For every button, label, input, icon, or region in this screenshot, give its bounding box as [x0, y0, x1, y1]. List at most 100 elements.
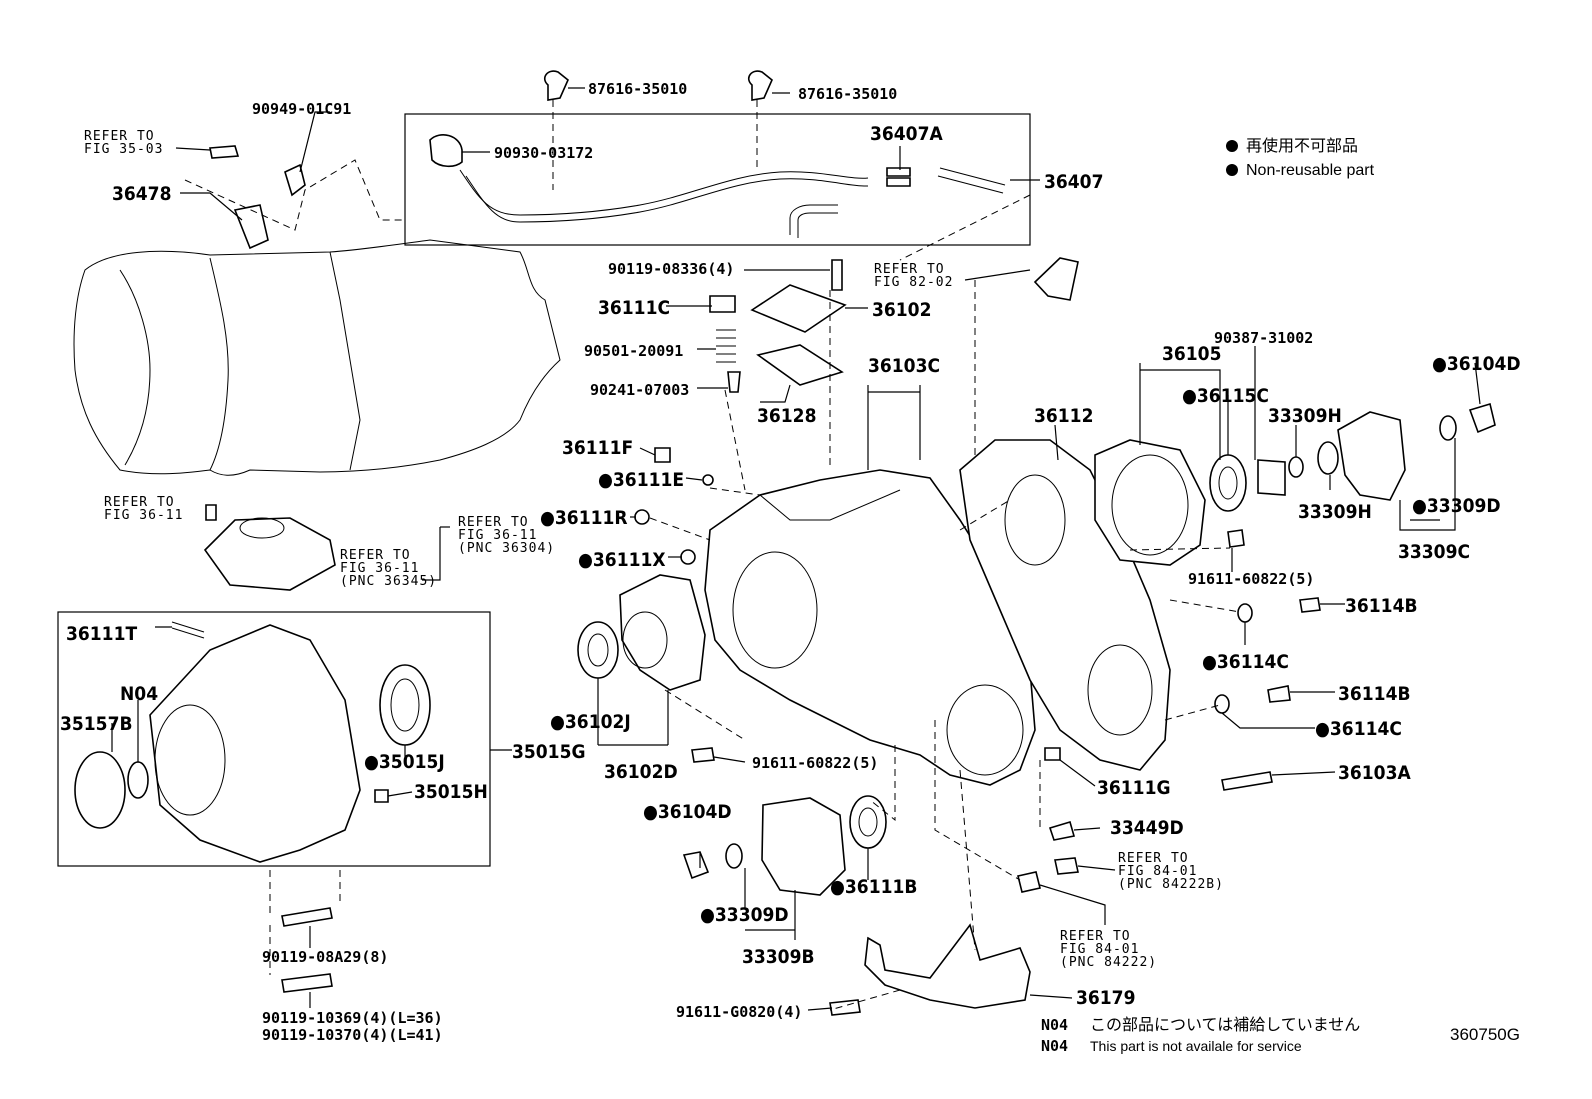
refer-to-line: FIG 82-02	[874, 275, 953, 290]
part-label-33309b: 33309B	[742, 946, 815, 968]
part-label-91611-60822-5: 91611-60822(5)	[1188, 570, 1314, 588]
part-label-36111t: 36111T	[66, 623, 137, 645]
part-label-36105: 36105	[1162, 343, 1221, 365]
part-label-90930-03172: 90930-03172	[494, 144, 593, 162]
part-label-90119-10369-4-l-36: 90119-10369(4)(L=36)	[262, 1009, 443, 1027]
part-label-33449d: 33449D	[1110, 817, 1184, 839]
part-label-36114c: ●36114C	[1315, 718, 1402, 740]
part-label-36114b: 36114B	[1338, 683, 1411, 705]
refer-to-line: (PNC 36304)	[458, 541, 555, 556]
part-label-36407: 36407	[1044, 171, 1103, 193]
part-label-36111b: ●36111B	[830, 876, 917, 898]
footnote: N04 この部品については補給していません N04 This part is n…	[1041, 1016, 1360, 1055]
footnote-code-jp: N04	[1041, 1016, 1068, 1034]
transfer-case-cover	[959, 439, 1171, 771]
part-label-36102d: 36102D	[604, 761, 678, 783]
part-label-36103a: 36103A	[1338, 762, 1411, 784]
footnote-text-en: This part is not availale for service	[1090, 1038, 1302, 1054]
non-reusable-bullet-icon	[1226, 164, 1238, 176]
alignment-lines	[184, 100, 1241, 1011]
footnote-text-jp: この部品については補給していません	[1090, 1016, 1360, 1034]
refer-to-line: REFER TO	[84, 129, 155, 144]
transfer-case-main	[704, 469, 1036, 786]
part-label-36128: 36128	[757, 405, 816, 427]
part-label-90241-07003: 90241-07003	[590, 381, 689, 399]
part-label-36407a: 36407A	[870, 123, 943, 145]
refer-to-line: FIG 36-11	[104, 508, 183, 523]
non-reusable-bullet-icon	[1226, 140, 1238, 152]
part-label-90119-08a29-8: 90119-08A29(8)	[262, 948, 388, 966]
part-label-36104d: ●36104D	[1432, 353, 1521, 375]
refer-to-line: FIG 36-11	[340, 561, 419, 576]
part-label-90501-20091: 90501-20091	[584, 342, 683, 360]
leader-lines	[111, 87, 1481, 1011]
part-label-36112: 36112	[1034, 405, 1093, 427]
part-label-90119-10370-4-l-41: 90119-10370(4)(L=41)	[262, 1026, 443, 1044]
refer-to-line: FIG 84-01	[1118, 864, 1197, 879]
extension-housing-frame	[57, 611, 491, 867]
part-label-33309h: 33309H	[1268, 405, 1342, 427]
part-label-35157b: 35157B	[60, 713, 133, 735]
refer-to-line: (PNC 84222B)	[1118, 877, 1224, 892]
refer-to-line: REFER TO	[458, 515, 529, 530]
part-label-36115c: ●36115C	[1182, 385, 1269, 407]
refer-to-line: FIG 36-11	[458, 528, 537, 543]
refer-to-line: FIG 35-03	[84, 142, 163, 157]
part-label-35015h: 35015H	[414, 781, 488, 803]
legend: 再使用不可部品 Non-reusable part	[1246, 137, 1375, 179]
part-label-36111x: ●36111X	[578, 549, 666, 571]
part-label-33309d: ●33309D	[1412, 495, 1501, 517]
part-label-36111c: 36111C	[598, 297, 670, 319]
part-label-36111r: ●36111R	[540, 507, 628, 529]
part-label-90949-01c91: 90949-01C91	[252, 100, 351, 118]
refer-to-line: REFER TO	[1118, 851, 1189, 866]
part-label-33309d: ●33309D	[700, 904, 789, 926]
part-label-91611-60822-5: 91611-60822(5)	[752, 754, 878, 772]
part-label-36103c: 36103C	[868, 355, 940, 377]
part-labels: 87616-35010 87616-35010 90949-01C91 90930-0…	[60, 80, 1521, 1044]
part-label-33309h: 33309H	[1298, 501, 1372, 523]
refer-to-line: REFER TO	[340, 548, 411, 563]
refer-to-line: REFER TO	[104, 495, 175, 510]
figure-code: 360750G	[1450, 1025, 1520, 1044]
drawings	[57, 70, 1496, 1016]
part-label-87616-35010: 87616-35010	[798, 85, 897, 103]
part-label-36114c: ●36114C	[1202, 651, 1289, 673]
part-label-n04: N04	[120, 683, 158, 705]
refer-to-line: FIG 84-01	[1060, 942, 1139, 957]
part-label-36478: 36478	[112, 183, 171, 205]
legend-jp: 再使用不可部品	[1246, 137, 1358, 155]
part-label-36102j: ●36102J	[550, 711, 631, 733]
part-label-36111f: 36111F	[562, 437, 633, 459]
part-label-36114b: 36114B	[1345, 595, 1418, 617]
refer-to-line: (PNC 36345)	[340, 574, 437, 589]
refer-to-line: REFER TO	[874, 262, 945, 277]
footnote-code-en: N04	[1041, 1037, 1068, 1055]
part-label-36104d: ●36104D	[643, 801, 732, 823]
part-label-36179: 36179	[1076, 987, 1135, 1009]
refer-to-line: (PNC 84222)	[1060, 955, 1157, 970]
transmission-outline	[73, 239, 561, 476]
refer-to-line: REFER TO	[1060, 929, 1131, 944]
part-label-36102: 36102	[872, 299, 931, 321]
part-label-90387-31002: 90387-31002	[1214, 329, 1313, 347]
part-label-33309c: 33309C	[1398, 541, 1470, 563]
legend-en: Non-reusable part	[1246, 162, 1375, 179]
part-label-36111e: ●36111E	[598, 469, 684, 491]
part-label-91611-g0820-4: 91611-G0820(4)	[676, 1003, 802, 1021]
part-label-36111g: 36111G	[1097, 777, 1171, 799]
part-label-87616-35010: 87616-35010	[588, 80, 687, 98]
part-label-90119-08336-4: 90119-08336(4)	[608, 260, 734, 278]
part-label-35015j: ●35015J	[364, 751, 445, 773]
part-label-35015g: 35015G	[512, 741, 586, 763]
breather-hose	[429, 134, 1006, 238]
